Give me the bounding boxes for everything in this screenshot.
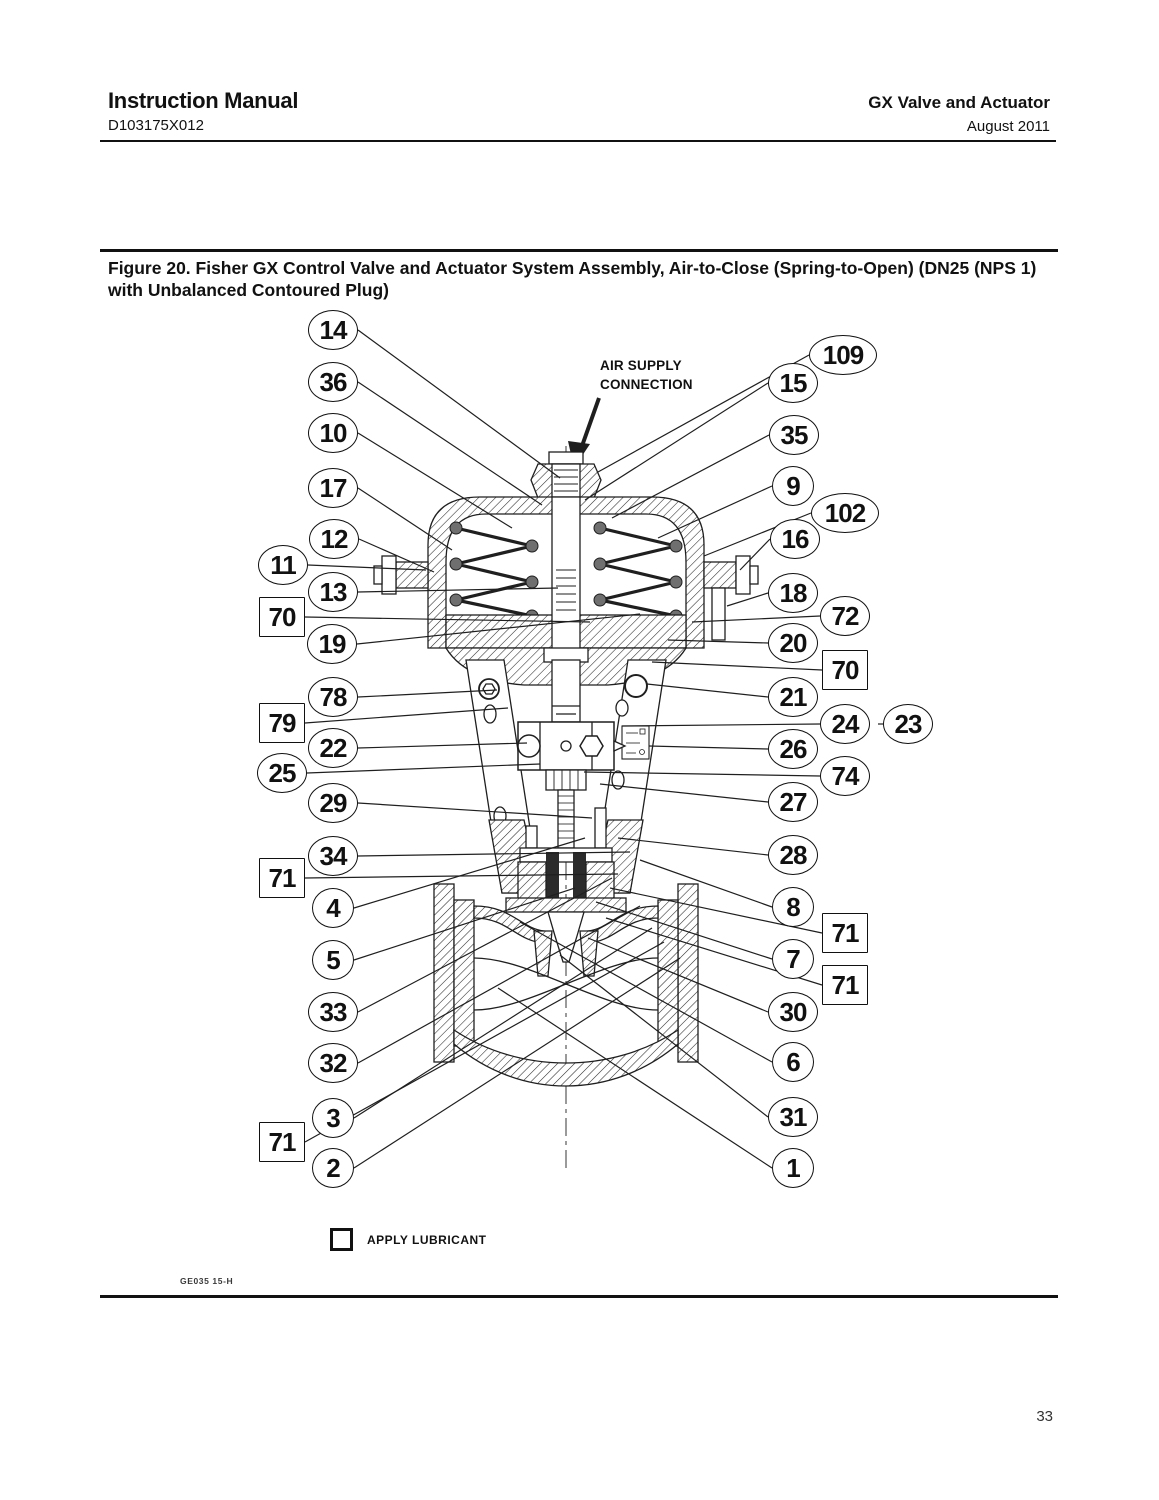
publication-date: August 2011 [966, 118, 1050, 135]
leader-line-16 [739, 538, 771, 571]
leader-line-8 [639, 859, 773, 908]
figure-top-divider [100, 249, 1058, 252]
leader-line-71 [609, 887, 823, 934]
leader-line-74 [583, 771, 821, 777]
leader-line-20 [667, 639, 769, 644]
air-supply-label-line2: CONNECTION [600, 376, 693, 392]
leader-line-70 [304, 616, 591, 623]
travel-indicator [621, 725, 650, 760]
leader-line-4 [353, 837, 586, 909]
leader-line-10 [357, 432, 513, 529]
air-supply-label: AIR SUPPLY CONNECTION [600, 357, 693, 395]
leader-line-2 [353, 957, 681, 1169]
page-number: 33 [1036, 1408, 1053, 1425]
lubricant-legend: APPLY LUBRICANT [330, 1228, 487, 1251]
leader-line-36 [357, 381, 543, 506]
lubricant-label: APPLY LUBRICANT [367, 1232, 487, 1247]
leader-line-26 [648, 745, 769, 750]
header-divider [100, 140, 1056, 142]
leader-line-11 [307, 564, 427, 571]
leader-line-18 [726, 592, 769, 607]
leader-line-27 [599, 783, 769, 803]
leader-line-5 [353, 887, 576, 961]
leader-line-14 [357, 329, 561, 479]
leader-line-30 [587, 937, 769, 1013]
leader-line-79 [304, 707, 509, 724]
leader-line-15 [584, 382, 769, 501]
leader-line-25 [306, 763, 541, 774]
air-supply-label-line1: AIR SUPPLY [600, 358, 682, 373]
leader-line-17 [357, 487, 453, 551]
leader-line-71 [605, 917, 823, 986]
leader-line-24 [621, 723, 821, 727]
leader-line-33 [357, 877, 613, 1013]
product-title: GX Valve and Actuator [868, 93, 1050, 112]
leader-line-19 [356, 613, 641, 645]
leader-line-12 [358, 538, 435, 573]
leader-line-34 [357, 851, 631, 857]
footer-divider [100, 1295, 1058, 1298]
manual-title: Instruction Manual [108, 88, 299, 113]
leader-line-6 [519, 921, 773, 1063]
leader-line-32 [357, 905, 641, 1064]
drawing-code: GE035 15-H [180, 1276, 234, 1286]
air-supply-arrow [580, 397, 601, 447]
leader-line-9 [657, 485, 773, 539]
leader-line-13 [357, 587, 559, 593]
leader-line-35 [611, 434, 770, 519]
document-number: D103175X012 [108, 117, 204, 134]
figure-caption: Figure 20. Fisher GX Control Valve and A… [108, 258, 1037, 301]
leader-line-70 [651, 661, 823, 671]
leader-line-29 [357, 802, 593, 819]
leader-line-102 [703, 512, 812, 557]
leader-line-7 [595, 901, 773, 960]
leader-line-3 [353, 927, 653, 1119]
leader-line-21 [646, 683, 769, 698]
leader-line-28 [617, 837, 769, 856]
leader-line-22 [357, 742, 528, 749]
leader-line-31 [559, 954, 769, 1118]
leader-line-78 [357, 689, 498, 698]
leader-line-71 [304, 941, 665, 1143]
leader-line-72 [691, 615, 821, 623]
leader-line-1 [497, 987, 773, 1169]
lubricant-symbol [330, 1228, 353, 1251]
